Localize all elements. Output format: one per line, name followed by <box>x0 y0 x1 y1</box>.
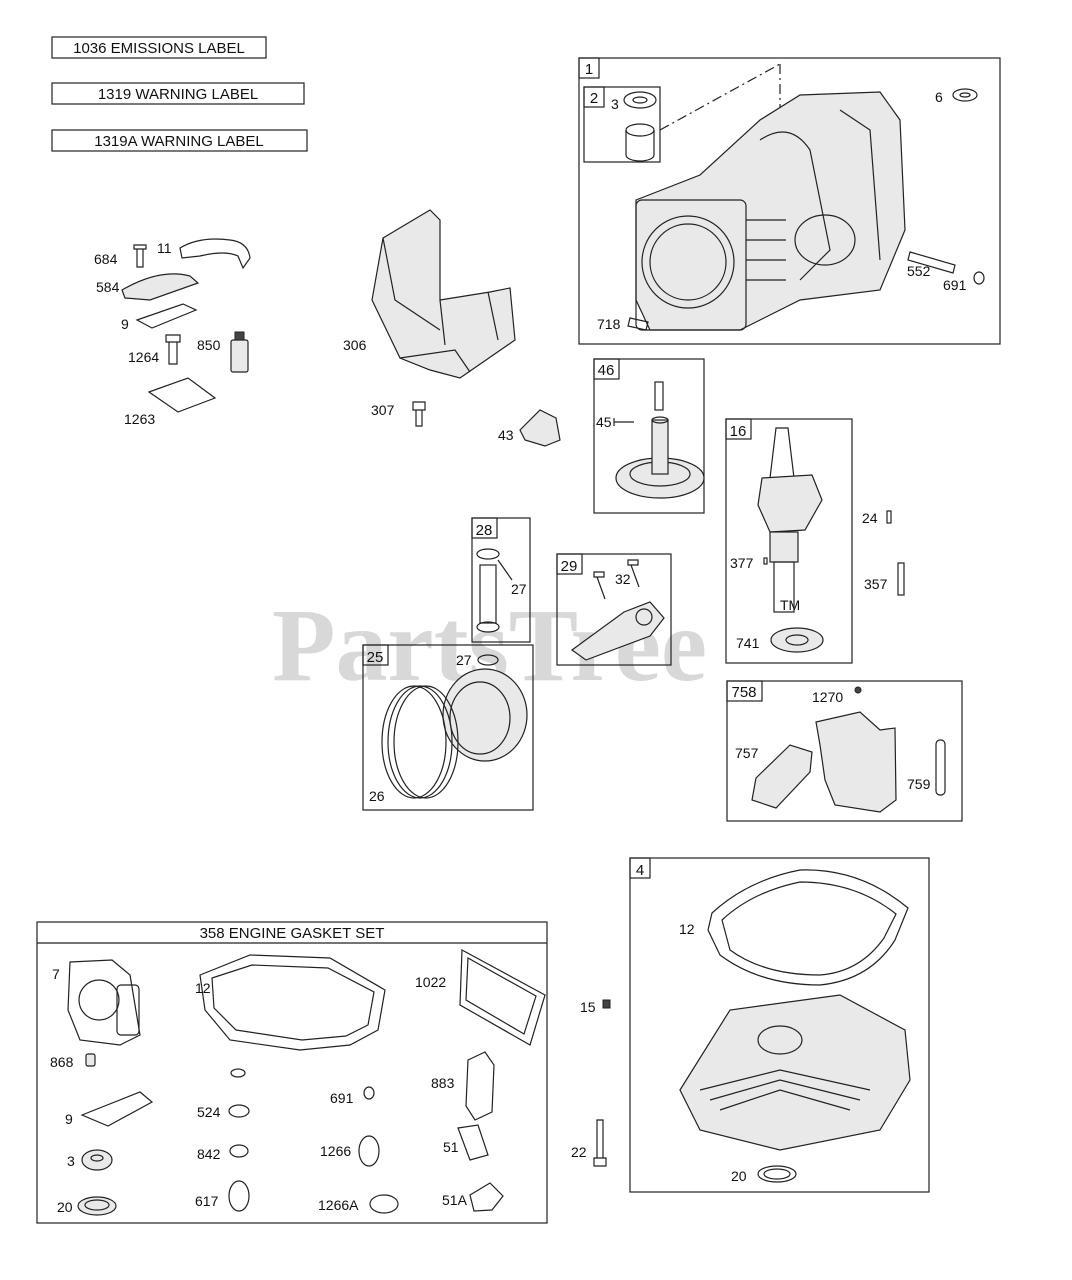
gasket-label-524: 524 <box>197 1104 221 1120</box>
label-552: 552 <box>907 263 931 279</box>
assembly-box-758[interactable]: 758 <box>726 680 963 822</box>
label-1263: 1263 <box>124 411 155 427</box>
label-759: 759 <box>907 776 931 792</box>
box-tag-1: 1 <box>585 61 593 78</box>
gasket-label-1022: 1022 <box>415 974 446 990</box>
emissions-label-box[interactable] <box>51 36 267 59</box>
label-306: 306 <box>343 337 367 353</box>
assembly-box-16[interactable]: 16 <box>725 418 853 664</box>
gasket-label-20: 20 <box>57 1199 73 1215</box>
label-43: 43 <box>498 427 514 443</box>
gasket-label-7: 7 <box>52 966 60 982</box>
label-22: 22 <box>571 1144 587 1160</box>
label-9: 9 <box>121 316 129 332</box>
box-tag-28: 28 <box>476 522 493 539</box>
gasket-label-842: 842 <box>197 1146 221 1162</box>
gasket-label-51a: 51A <box>442 1192 468 1208</box>
governor-43[interactable] <box>519 409 561 447</box>
box-tag-4: 4 <box>636 862 644 879</box>
watermark-tm: TM <box>780 597 800 613</box>
gasket-label-9: 9 <box>65 1111 73 1127</box>
gasket-label-51: 51 <box>443 1139 459 1155</box>
label-15: 15 <box>580 999 596 1015</box>
assembly-box-25[interactable]: 25 <box>362 644 534 811</box>
label-1270: 1270 <box>812 689 843 705</box>
pin-357[interactable] <box>897 562 905 596</box>
label-27-ring: 27 <box>456 652 472 668</box>
gasket-label-883: 883 <box>431 1075 455 1091</box>
label-6: 6 <box>935 89 943 105</box>
label-307: 307 <box>371 402 395 418</box>
assembly-box-29[interactable]: 29 <box>556 553 672 666</box>
gasket-set-box[interactable]: 358 ENGINE GASKET SET <box>36 921 548 1224</box>
breather-parts[interactable] <box>121 238 251 413</box>
label-377: 377 <box>730 555 754 571</box>
label-11: 11 <box>157 240 172 256</box>
label-741: 741 <box>736 635 760 651</box>
label-1264: 1264 <box>128 349 159 365</box>
gasket-label-1266a: 1266A <box>318 1197 359 1213</box>
label-584: 584 <box>96 279 120 295</box>
warning-label-a-box[interactable] <box>51 129 308 152</box>
gasket-label-868: 868 <box>50 1054 74 1070</box>
label-3: 3 <box>611 96 619 112</box>
label-24: 24 <box>862 510 878 526</box>
bolt-22[interactable] <box>593 1119 607 1167</box>
label-20-sump: 20 <box>731 1168 747 1184</box>
box-tag-16: 16 <box>730 423 747 440</box>
label-757: 757 <box>735 745 759 761</box>
bolt-15[interactable] <box>602 999 611 1009</box>
label-12-sump: 12 <box>679 921 695 937</box>
label-684: 684 <box>94 251 118 267</box>
label-691: 691 <box>943 277 967 293</box>
assembly-box-1[interactable]: 1 2 <box>578 57 1001 345</box>
gasket-set-title: 358 ENGINE GASKET SET <box>200 925 385 942</box>
box-tag-29: 29 <box>561 558 578 575</box>
label-27-pin: 27 <box>511 581 527 597</box>
assembly-box-4[interactable]: 4 <box>629 857 930 1193</box>
box-tag-2: 2 <box>590 90 598 107</box>
label-45: 45 <box>596 414 612 430</box>
box-tag-758: 758 <box>731 684 756 701</box>
warning-label-text: 1319 WARNING LABEL <box>98 86 258 103</box>
box-tag-46: 46 <box>598 362 615 379</box>
bolt-307[interactable] <box>412 401 426 427</box>
gasket-label-691: 691 <box>330 1090 354 1106</box>
gasket-label-1266: 1266 <box>320 1143 351 1159</box>
label-718: 718 <box>597 316 621 332</box>
warning-label-a-text: 1319A WARNING LABEL <box>94 133 264 150</box>
label-357: 357 <box>864 576 888 592</box>
label-32: 32 <box>615 571 631 587</box>
assembly-box-28[interactable]: 28 <box>471 517 531 643</box>
gasket-label-617: 617 <box>195 1193 219 1209</box>
key-24[interactable] <box>886 510 892 524</box>
assembly-box-46[interactable]: 46 <box>593 358 705 514</box>
air-guide-306[interactable] <box>371 209 516 379</box>
box-tag-25: 25 <box>367 649 384 666</box>
gasket-label-3: 3 <box>67 1153 75 1169</box>
gasket-label-12: 12 <box>195 980 211 996</box>
label-26: 26 <box>369 788 385 804</box>
emissions-label-text: 1036 EMISSIONS LABEL <box>73 40 245 57</box>
warning-label-box[interactable] <box>51 82 305 105</box>
label-850: 850 <box>197 337 221 353</box>
